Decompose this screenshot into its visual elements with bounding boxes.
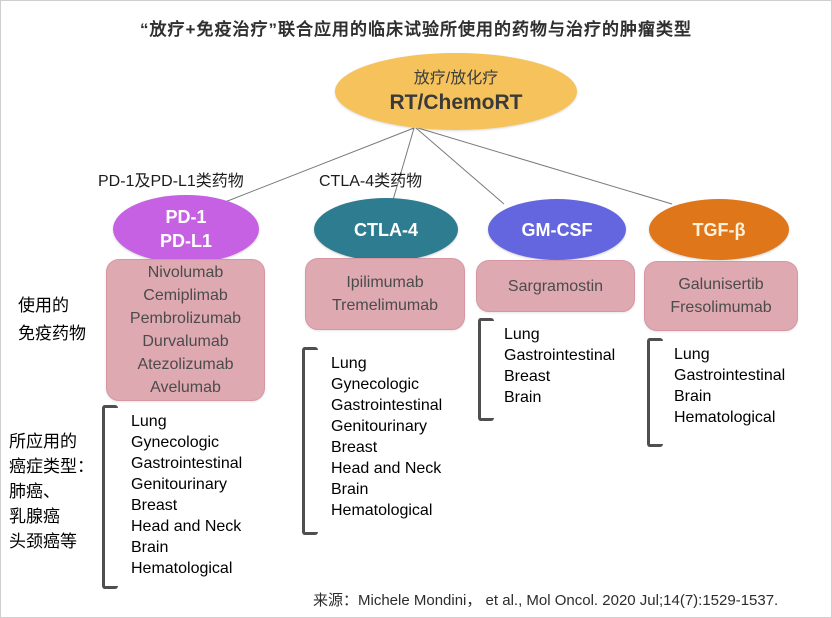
drug-name: Avelumab bbox=[150, 379, 221, 396]
cancer-type: Genitourinary bbox=[131, 476, 228, 493]
cancer-type: Genitourinary bbox=[331, 418, 428, 435]
drug-box-gmcsf: Sargramostin bbox=[476, 260, 635, 312]
group-label-ctla4: CTLA-4类药物 bbox=[319, 173, 423, 190]
cancer-type: Head and Neck bbox=[131, 518, 242, 535]
branch-node-label: PD-1 bbox=[165, 207, 207, 227]
group-label-pd1-pdl1: PD-1及PD-L1类药物 bbox=[98, 173, 244, 190]
cancer-type: Breast bbox=[131, 497, 178, 514]
branch-node-label: GM-CSF bbox=[521, 219, 593, 240]
cancer-type: Head and Neck bbox=[331, 460, 442, 477]
cancer-type: Breast bbox=[504, 368, 551, 385]
cancer-type: Gynecologic bbox=[131, 434, 220, 451]
cancer-type: Lung bbox=[504, 326, 540, 343]
cancer-type: Brain bbox=[331, 481, 369, 498]
drug-name: Galunisertib bbox=[678, 276, 764, 293]
branch-node-tgfb: TGF-β bbox=[649, 199, 789, 260]
diagram-title: “放疗+免疫治疗”联合应用的临床试验所使用的药物与治疗的肿瘤类型 bbox=[140, 20, 692, 39]
cancer-type: Hematological bbox=[331, 502, 433, 519]
drug-name: Durvalumab bbox=[142, 333, 229, 350]
root-node-rt-chemort: 放疗/放化疗 RT/ChemoRT bbox=[335, 53, 577, 130]
source-citation: 来源：Michele Mondini， et al., Mol Oncol. 2… bbox=[313, 592, 779, 609]
branch-node-label: TGF-β bbox=[692, 219, 746, 240]
drug-name: Atezolizumab bbox=[137, 356, 234, 373]
drug-name: Nivolumab bbox=[147, 264, 224, 281]
cancer-type: Brain bbox=[131, 539, 169, 556]
root-node-title: RT/ChemoRT bbox=[389, 90, 523, 114]
drug-name: Fresolimumab bbox=[670, 299, 772, 316]
row-label-cancer-types: 所应用的癌症类型： 肺癌、乳腺癌头颈癌等 bbox=[9, 429, 94, 554]
cancer-type: Brain bbox=[504, 389, 542, 406]
branch-node-label: CTLA-4 bbox=[354, 219, 418, 240]
cancer-type: Hematological bbox=[131, 560, 233, 577]
cancer-type: Gastrointestinal bbox=[504, 347, 616, 364]
drug-name: Pembrolizumab bbox=[129, 310, 242, 327]
branch-node-gmcsf: GM-CSF bbox=[488, 199, 626, 260]
root-node-subtitle: 放疗/放化疗 bbox=[413, 69, 499, 87]
row-label-line: 癌症类型： bbox=[9, 457, 94, 476]
bracket-tgfb-cancers bbox=[647, 338, 663, 447]
cancer-type: Lung bbox=[131, 413, 167, 430]
row-label-line: 乳腺癌 bbox=[9, 507, 60, 526]
row-label-immune-drugs: 使用的免疫药物 bbox=[18, 292, 86, 348]
branch-node-label: PD-L1 bbox=[159, 231, 212, 251]
row-label-line: 使用的 bbox=[18, 296, 69, 315]
cancer-type: Gynecologic bbox=[331, 376, 420, 393]
bracket-gmcsf-cancers bbox=[478, 318, 494, 421]
cancer-type: Gastrointestinal bbox=[331, 397, 443, 414]
cancer-type: Hematological bbox=[674, 409, 776, 426]
row-label-line: 头颈癌等 bbox=[9, 532, 77, 551]
cancer-type: Lung bbox=[331, 355, 367, 372]
cancer-type: Breast bbox=[331, 439, 378, 456]
row-label-line: 免疫药物 bbox=[18, 324, 86, 343]
cancer-type: Lung bbox=[674, 346, 710, 363]
cancer-type: Gastrointestinal bbox=[674, 367, 786, 384]
drug-name: Ipilimumab bbox=[346, 274, 424, 291]
branch-node-ctla4: CTLA-4 bbox=[314, 198, 458, 261]
drug-name: Tremelimumab bbox=[331, 297, 439, 314]
bracket-pd1-cancers bbox=[102, 405, 118, 589]
cancer-type: Gastrointestinal bbox=[131, 455, 243, 472]
drug-name: Sargramostin bbox=[507, 277, 604, 295]
cancer-type: Brain bbox=[674, 388, 712, 405]
row-label-line: 肺癌、 bbox=[9, 482, 60, 501]
drug-name: Cemiplimab bbox=[143, 287, 228, 304]
row-label-line: 所应用的 bbox=[9, 432, 77, 451]
bracket-ctla4-cancers bbox=[302, 347, 318, 535]
